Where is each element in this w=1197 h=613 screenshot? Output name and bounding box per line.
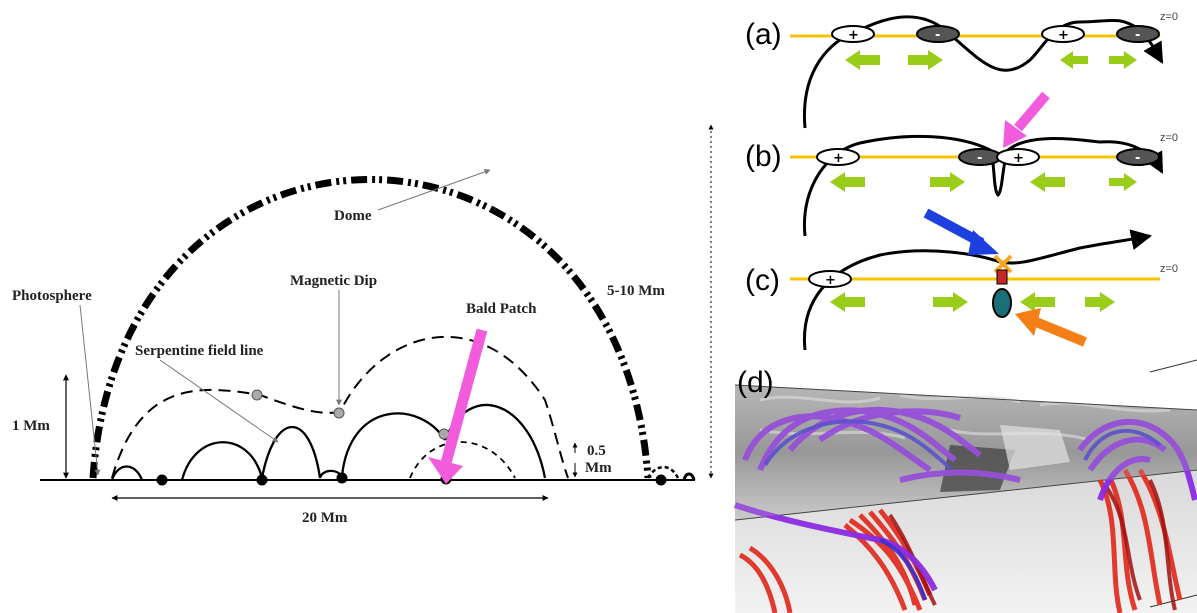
positive-polarity [816,148,860,166]
small-dashed-arc [409,441,516,479]
positive-polarity [831,25,875,43]
bright-patch [1000,425,1070,470]
positive-sign: + [825,273,836,288]
footpoint [156,474,168,486]
slab-texture [759,393,1171,442]
negative-sign: - [1135,151,1140,166]
panel-d: (d) [734,359,1197,613]
dashed-field-line [111,335,569,479]
one-mm-label: 1 Mm [12,418,50,434]
dark-patch [940,445,1015,492]
bald-patch-arrowhead [428,457,463,484]
reconnection-x [993,254,1013,274]
photosphere-pointer [79,304,101,476]
outer-arc-small [682,472,696,481]
blue-arrowhead [968,230,999,255]
dip-marker [251,389,263,401]
panel-c: (c) z=0 + [745,208,1178,351]
pink-arrow [1014,91,1050,132]
panel-a-label: (a) [745,18,782,51]
flow-arrow [1030,172,1065,192]
dip-marker [333,407,345,419]
flow-arrow [830,172,865,192]
left-diagram: Dome Magnetic Dip Photosphere Bald Patch… [12,124,714,526]
orange-arrow [1034,317,1087,347]
positive-polarity [996,148,1040,166]
positive-sign: + [833,151,844,166]
z0-label: z=0 [1160,263,1178,275]
positive-sign: + [848,28,859,43]
bald-patch-label: Bald Patch [466,301,537,317]
footpoint [336,472,348,484]
frame-line [1149,359,1197,373]
slab-edge [734,384,1197,411]
positive-sign: + [1058,28,1069,43]
field-line [802,134,1164,237]
slab-edge [734,469,1197,521]
footpoint [655,474,667,486]
panel-d-label: (d) [737,366,774,399]
dome-label: Dome [334,208,372,224]
flow-arrow [1085,292,1115,312]
negative-sign: - [977,151,982,166]
positive-polarity [808,270,852,288]
blue-flux-tubes [763,419,1162,601]
subsurface-region [735,470,1197,613]
half-mm-value: 0.5 [587,443,606,459]
negative-polarity [1116,148,1160,166]
height-range-label: 5-10 Mm [607,283,665,299]
pink-arrowhead [1003,120,1027,148]
panel-c-label: (c) [745,264,780,297]
outer-arc [646,465,680,479]
flow-arrow [830,292,865,312]
negative-sign: - [935,28,940,43]
footpoint [256,474,268,486]
flow-arrow [1109,51,1137,69]
positive-polarity [1041,25,1085,43]
negative-polarity [916,25,960,43]
flow-arrow [1020,292,1055,312]
z0-label: z=0 [1160,132,1178,144]
dome-pointer [377,168,491,211]
serpentine-pointer [159,359,279,443]
flux-cancel-marker [996,269,1008,285]
serpentine-label: Serpentine field line [135,343,264,359]
flow-arrow [933,292,968,312]
magnetic-dip-label: Magnetic Dip [290,273,377,289]
positive-sign: + [1013,151,1024,166]
serpentine-field-line [110,403,547,481]
slab-overlay [735,385,1197,520]
z0-label: z=0 [1160,11,1178,23]
flow-arrow [930,172,965,192]
orange-arrowhead [1015,308,1041,336]
width-label: 20 Mm [302,510,348,526]
panel-a: (a) z=0 + - + - [745,11,1178,129]
flow-arrow [845,50,880,70]
negative-polarity [1116,25,1160,43]
photosphere-label: Photosphere [12,288,92,304]
negative-sign: - [1135,28,1140,43]
flow-arrow [908,50,943,70]
bald-patch-arrow [440,328,488,465]
panel-b: (b) z=0 + - + - [745,91,1178,237]
half-mm-unit: Mm [585,460,612,476]
panel-b-label: (b) [745,140,782,173]
flow-arrow [1109,173,1137,191]
flow-arrow [1060,51,1088,69]
dome-curve [89,176,652,479]
submerged-loop [992,288,1012,318]
